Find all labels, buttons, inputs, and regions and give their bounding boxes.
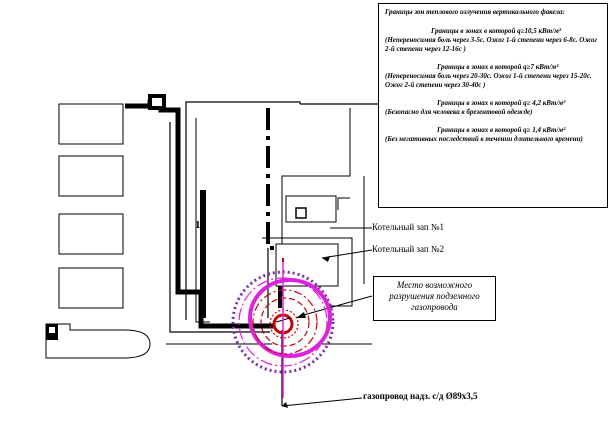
tank-shape	[45, 323, 151, 359]
building-1a-wall	[200, 190, 206, 318]
boiler-1-box	[285, 195, 337, 223]
legend-detail-2: (Непереносимая боль через 20-30с. Ожог 1…	[385, 72, 592, 89]
building-1a-label: 1а	[195, 219, 206, 231]
boiler-outline	[262, 237, 353, 307]
legend-detail-1: (Непереносимая боль через 3-5с. Ожог 1-й…	[385, 36, 598, 53]
legend-detail-4: (Без негативных последствий в течении дл…	[385, 135, 583, 143]
legend: Границы зон теплового излучения вертикал…	[378, 3, 608, 208]
legend-entry-4: Границы в зонах в которой q≥ 1,4 кВт/м² …	[385, 126, 601, 144]
legend-entry-1: Границы в зонах в которой q≥10,5 кВт/м² …	[385, 27, 601, 54]
legend-heading-2: Границы в зонах в которой q≥7 кВт/м²	[437, 63, 559, 71]
leader-damage	[299, 295, 373, 317]
outline-right	[281, 108, 351, 296]
building-1a-top	[185, 101, 301, 106]
legend-entry-2: Границы в зонах в которой q≥7 кВт/м² (Не…	[385, 63, 601, 90]
building-left-4	[58, 267, 124, 309]
pipeline-label: газопровод надз. с/д Ø89x3,5	[363, 391, 478, 401]
building-left-3	[58, 213, 124, 255]
building-left-1	[58, 103, 124, 145]
pipe-dashed	[266, 108, 282, 314]
legend-heading-3: Границы в зонах в которой q≥ 4,2 кВт/м²	[437, 99, 566, 107]
damage-site-callout: Место возможного разрушения подземного г…	[373, 276, 496, 321]
zone-7-kw-inner	[260, 297, 310, 347]
legend-heading-1: Границы в зонах в которой q≥10,5 кВт/м²	[431, 27, 562, 35]
legend-entry-3: Границы в зонах в которой q≥ 4,2 кВт/м² …	[385, 99, 601, 117]
arrow-damage	[296, 312, 306, 318]
building-left-2	[58, 155, 124, 197]
pipe-top-left	[125, 100, 153, 109]
boiler-1-leader	[337, 197, 350, 210]
tank-marker-inner	[49, 327, 55, 333]
zone-10-5-kw	[269, 309, 299, 339]
pipeline-arrow	[282, 402, 288, 408]
boiler-1-label: Котельный зап №1	[372, 222, 444, 232]
boiler-2-label: Котельный зап №2	[372, 244, 444, 254]
marker-top-left-inner	[152, 98, 162, 106]
zone-7-kw	[252, 289, 318, 355]
zone-magenta-ring	[248, 278, 332, 358]
leader-boiler-2	[321, 249, 373, 259]
building-1a-inner	[195, 118, 210, 323]
legend-heading-4: Границы в зонах в которой q≥ 1,4 кВт/м²	[437, 126, 566, 134]
legend-detail-3: (Безопасно для человека в брезентовой од…	[385, 108, 533, 116]
thin-route	[169, 122, 270, 333]
legend-title: Границы зон теплового излучения вертикал…	[385, 8, 565, 16]
boiler-1-marker	[295, 207, 307, 219]
pipeline-leader	[281, 397, 363, 407]
arrow-boiler-2	[322, 256, 330, 262]
